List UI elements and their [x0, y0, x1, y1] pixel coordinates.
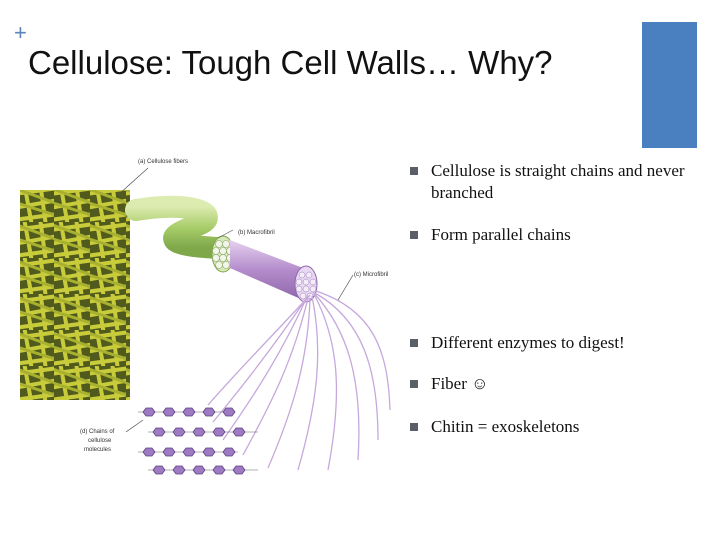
bullet-marker — [410, 339, 418, 347]
bullet-marker — [410, 167, 418, 175]
bullet-item: Different enzymes to digest! — [410, 332, 700, 354]
bullet-item: Fiber ☺ — [410, 373, 700, 395]
label-chains-2: cellulose — [88, 438, 112, 444]
cellulose-chains — [138, 407, 258, 475]
bullet-text: Cellulose is straight chains and never b… — [431, 161, 685, 202]
bullet-marker — [410, 231, 418, 239]
cellulose-figure: (a) Cellulose fibers (b) Macrofibril (c)… — [20, 159, 391, 475]
label-chains-1: (d) Chains of — [80, 429, 115, 435]
bullet-marker — [410, 380, 418, 388]
plus-icon: + — [14, 20, 27, 45]
bullet-text: Different enzymes to digest! — [431, 333, 625, 352]
accent-bar — [642, 22, 697, 148]
microfibril-cone — [230, 240, 303, 300]
cellulose-fiber-tube — [125, 195, 229, 259]
label-cellulose-fibers: (a) Cellulose fibers — [138, 159, 188, 165]
microfibril-strands — [207, 290, 391, 471]
label-microfibril: (c) Microfibril — [354, 272, 388, 278]
bullet-text: Fiber ☺ — [431, 374, 489, 393]
label-chains-3: molecules — [84, 447, 111, 453]
bullet-text: Form parallel chains — [431, 225, 571, 244]
cellulose-fibers-photo — [20, 190, 130, 400]
bullet-text: Chitin = exoskeletons — [431, 417, 580, 436]
bullet-item: Form parallel chains — [410, 224, 700, 246]
bullet-item: Chitin = exoskeletons — [410, 416, 700, 438]
label-macrofibril: (b) Macrofibril — [238, 230, 275, 236]
bullet-item: Cellulose is straight chains and never b… — [410, 160, 700, 204]
slide-title: Cellulose: Tough Cell Walls… Why? — [28, 44, 553, 81]
bullet-marker — [410, 423, 418, 431]
